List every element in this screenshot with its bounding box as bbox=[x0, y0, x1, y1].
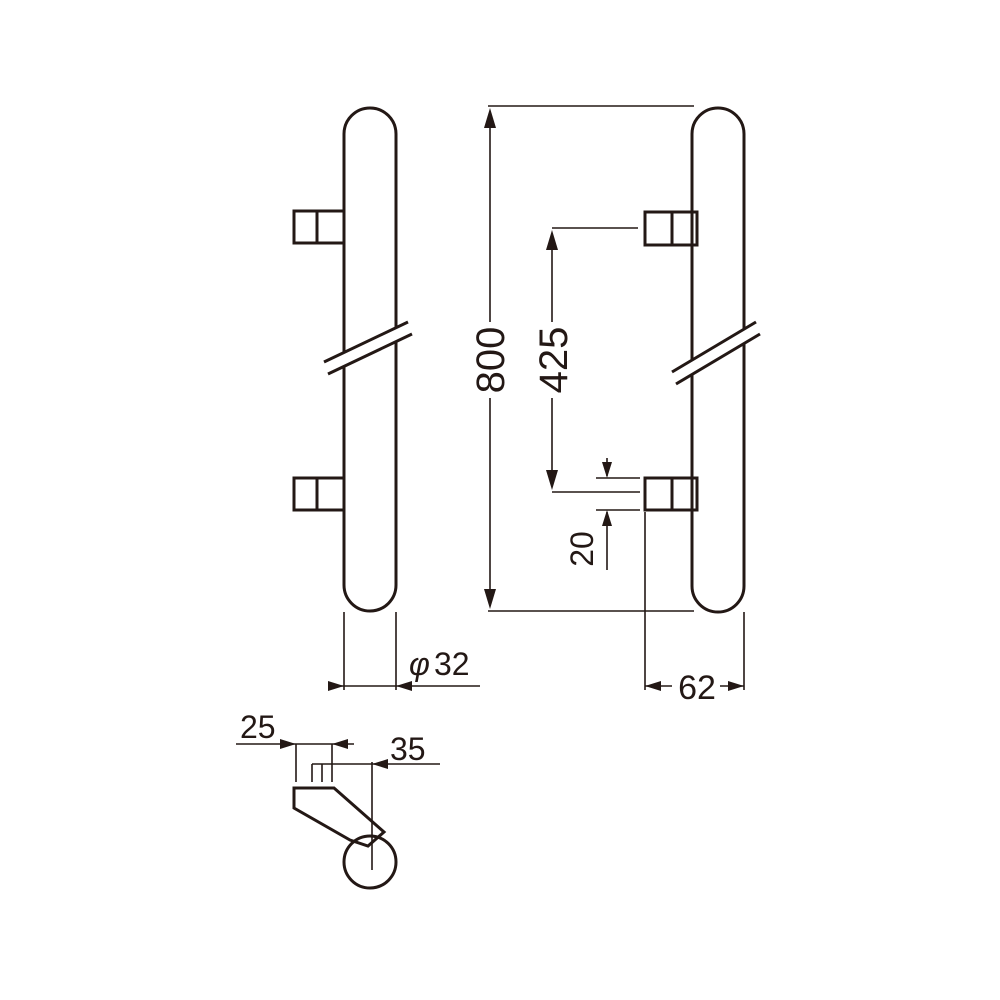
section-bar-circle bbox=[342, 834, 398, 890]
section-post bbox=[292, 786, 387, 848]
dimension-label-35: 35 bbox=[390, 731, 426, 767]
side-view-break-line bbox=[323, 320, 409, 364]
dimension-20: 20 bbox=[564, 458, 640, 570]
dimension-label-425: 425 bbox=[532, 327, 576, 394]
front-view-break-line bbox=[671, 320, 757, 374]
section-view: 25 35 bbox=[236, 709, 440, 890]
side-view-post-lower bbox=[292, 476, 346, 512]
dimension-425: 425 bbox=[528, 227, 640, 493]
front-view-break-line bbox=[675, 332, 761, 386]
dimension-800: 800 bbox=[466, 105, 694, 612]
dimension-label-800: 800 bbox=[469, 327, 513, 394]
dimension-62: 62 bbox=[644, 512, 745, 707]
dimension-label-25: 25 bbox=[240, 709, 276, 745]
dimension-label-20: 20 bbox=[564, 531, 600, 567]
side-view-break-line bbox=[327, 332, 413, 376]
side-view-post-upper bbox=[292, 209, 346, 245]
dimension-diameter-32: φ 32 bbox=[328, 612, 480, 691]
side-view-break-gap bbox=[324, 322, 412, 374]
front-view bbox=[643, 106, 761, 614]
front-view-break-gap bbox=[672, 322, 760, 384]
dimension-label-32: 32 bbox=[434, 646, 470, 682]
dimension-label-62: 62 bbox=[678, 669, 716, 707]
dimension-diameter-symbol: φ bbox=[409, 646, 430, 682]
side-view bbox=[292, 106, 413, 613]
